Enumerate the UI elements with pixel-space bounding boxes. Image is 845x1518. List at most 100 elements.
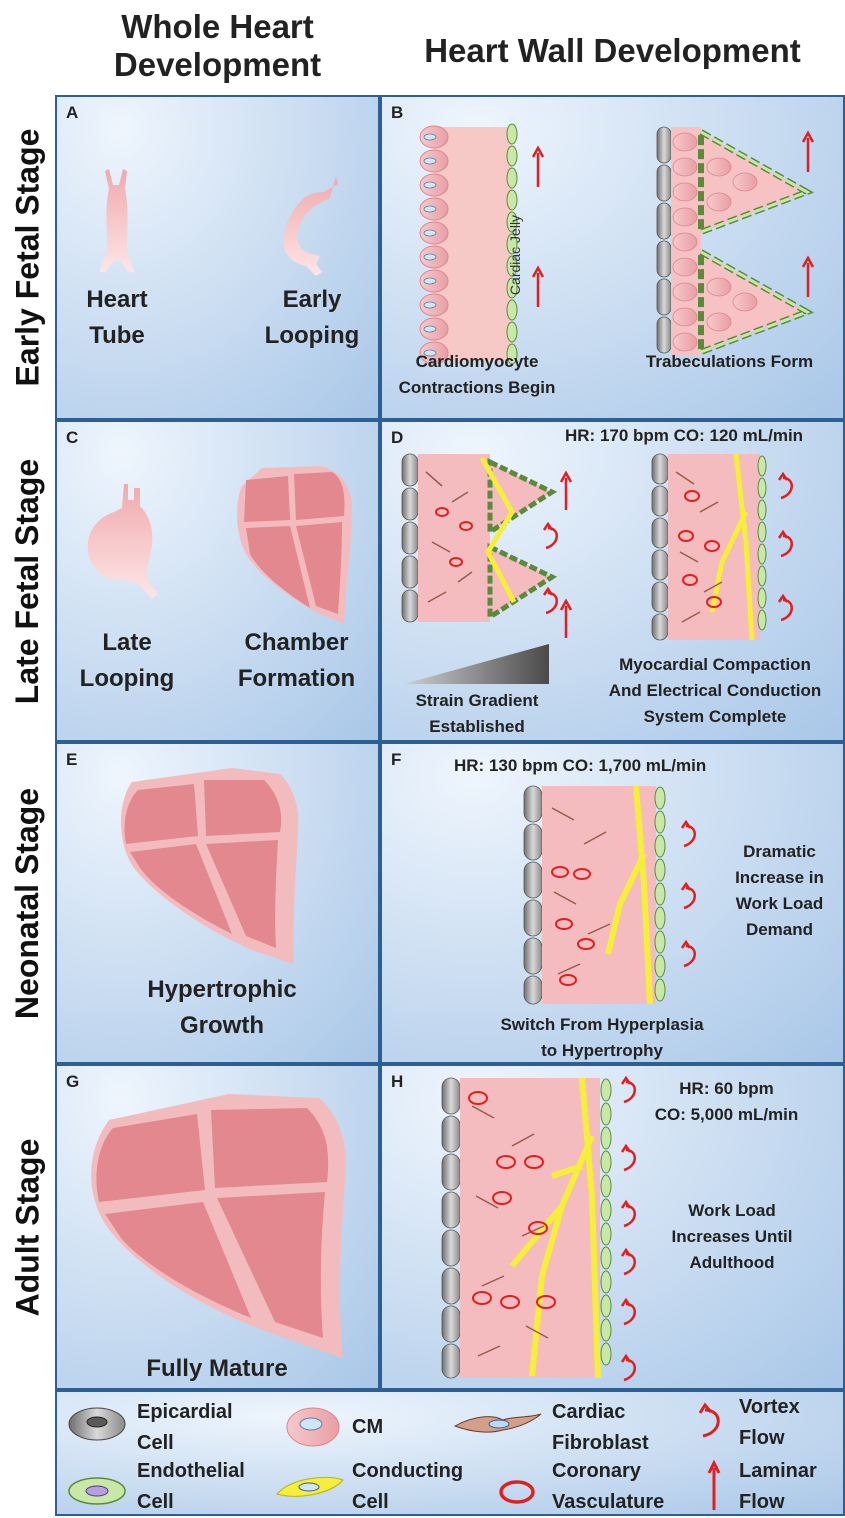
work-load-adulthood-text: Work Load Increases Until Adulthood [657, 1198, 807, 1276]
legend-line: Endothelial [137, 1456, 245, 1487]
vortex-flow-arrow [620, 1354, 640, 1382]
cardiomyocyte-contractions-caption: Cardiomyocyte Contractions Begin [382, 349, 572, 401]
label-line: Late [67, 625, 187, 661]
label-line: Growth [97, 1008, 347, 1044]
laminar-flow-arrow [532, 147, 544, 187]
vortex-flow-arrow [777, 472, 797, 500]
heart-tube-illustration [97, 167, 137, 277]
vortex-flow-arrow [680, 882, 700, 910]
panel-letter: C [66, 428, 78, 448]
panel-letter: E [66, 750, 77, 770]
stage-neonatal-text: Neonatal Stage [9, 787, 46, 1018]
legend-line: Coronary [552, 1456, 664, 1487]
label-line: Chamber [219, 625, 374, 661]
coronary-vasculature-icon [497, 1478, 537, 1506]
legend-line: Vortex [739, 1392, 800, 1423]
panel-a: A Heart Tube Early Looping [55, 95, 380, 420]
vortex-flow-arrow [620, 1144, 640, 1172]
panel-f-hr-co: HR: 130 bpm CO: 1,700 mL/min [454, 756, 706, 776]
label-line: Early [252, 282, 372, 318]
panel-letter: D [391, 428, 403, 448]
label-line: Looping [67, 661, 187, 697]
info-line: CO: 5,000 mL/min [644, 1102, 809, 1128]
legend-fibroblast-text: Cardiac Fibroblast [552, 1397, 649, 1459]
side-text-line: Dramatic [722, 839, 837, 865]
stage-late-fetal-text: Late Fetal Stage [9, 458, 46, 703]
caption-line: Established [387, 714, 567, 740]
panel-letter: F [391, 750, 401, 770]
stage-adult-text: Adult Stage [9, 1138, 46, 1316]
side-text-line: Work Load [722, 891, 837, 917]
label-line: Formation [219, 661, 374, 697]
side-text-line: Demand [722, 917, 837, 943]
legend: Epicardial Cell CM Cardiac Fibroblast Vo… [55, 1390, 845, 1516]
work-load-demand-text: Dramatic Increase in Work Load Demand [722, 839, 837, 943]
stage-early-fetal-text: Early Fetal Stage [9, 129, 46, 387]
conducting-cell-icon [275, 1474, 345, 1500]
panel-f: F HR: 130 bpm CO: 1,700 mL/min Dramatic … [380, 742, 845, 1064]
panel-h: H HR: 60 bpm CO: 5,000 m [380, 1064, 845, 1390]
caption-line: Myocardial Compaction [590, 652, 840, 678]
label-line: Heart [67, 282, 167, 318]
caption-line: Strain Gradient [387, 688, 567, 714]
cardiac-fibroblast-icon [453, 1412, 543, 1436]
panel-b: B Cardiac Jelly [380, 95, 845, 420]
label-line: Hypertrophic [97, 972, 347, 1008]
legend-line: Fibroblast [552, 1428, 649, 1459]
caption-line: System Complete [590, 704, 840, 730]
legend-line: Conducting [352, 1456, 463, 1487]
label-line: Looping [252, 318, 372, 354]
hypertrophic-growth-label: Hypertrophic Growth [97, 972, 347, 1044]
strain-gradient-wedge [404, 644, 549, 684]
side-text-line: Adulthood [657, 1250, 807, 1276]
late-looping-label: Late Looping [67, 625, 187, 697]
panel-letter: A [66, 103, 78, 123]
legend-line: Flow [739, 1423, 800, 1454]
chamber-formation-label: Chamber Formation [219, 625, 374, 697]
laminar-flow-arrow [802, 257, 814, 297]
vortex-flow-icon [697, 1402, 727, 1438]
epicardial-cell-icon [67, 1406, 127, 1442]
legend-line: Cell [137, 1487, 245, 1518]
cardiac-jelly-label: Cardiac Jelly [507, 210, 523, 300]
vortex-flow-arrow [680, 940, 700, 968]
myocardial-compaction-caption: Myocardial Compaction And Electrical Con… [590, 652, 840, 730]
legend-endothelial-text: Endothelial Cell [137, 1456, 245, 1518]
heart-tube-label: Heart Tube [67, 282, 167, 354]
stage-label-neonatal: Neonatal Stage [0, 742, 55, 1064]
panel-letter: H [391, 1072, 403, 1092]
legend-cm-text: CM [352, 1412, 383, 1443]
trabeculations-caption: Trabeculations Form [622, 349, 837, 375]
hyperplasia-hypertrophy-caption: Switch From Hyperplasia to Hypertrophy [472, 1012, 732, 1064]
panel-g: G Fully Mature [55, 1064, 380, 1390]
stage-label-early-fetal: Early Fetal Stage [0, 95, 55, 420]
legend-line: Vasculature [552, 1487, 664, 1518]
whole-heart-header-line2: Development [55, 46, 380, 84]
caption-line: to Hypertrophy [472, 1038, 732, 1064]
caption-line: Contractions Begin [382, 375, 572, 401]
legend-line: Flow [739, 1487, 817, 1518]
panel-letter: G [66, 1072, 79, 1092]
hypertrophic-heart-illustration [112, 764, 312, 969]
stage-label-late-fetal: Late Fetal Stage [0, 420, 55, 742]
laminar-flow-arrow [532, 267, 544, 307]
adult-wall-illustration [442, 1076, 617, 1381]
laminar-flow-arrow [560, 600, 572, 638]
legend-epicardial-text: Epicardial Cell [137, 1397, 233, 1459]
late-looping-illustration [82, 482, 172, 602]
panel-h-hr-co: HR: 60 bpm CO: 5,000 mL/min [644, 1076, 809, 1128]
label-line: Tube [67, 318, 167, 354]
legend-line: Cell [352, 1487, 463, 1518]
legend-line: Cell [137, 1428, 233, 1459]
vortex-flow-arrow [777, 530, 797, 558]
vortex-flow-arrow [620, 1248, 640, 1276]
neonatal-wall-illustration [524, 784, 674, 1006]
strain-gradient-caption: Strain Gradient Established [387, 688, 567, 740]
legend-laminar-text: Laminar Flow [739, 1456, 817, 1518]
endothelial-cell-icon [67, 1476, 127, 1506]
legend-line: Epicardial [137, 1397, 233, 1428]
vortex-flow-arrow [620, 1076, 640, 1104]
laminar-flow-arrow [802, 132, 814, 172]
panel-c: C Late Looping Chamber Formation [55, 420, 380, 742]
heart-wall-header: Heart Wall Development [380, 32, 845, 70]
